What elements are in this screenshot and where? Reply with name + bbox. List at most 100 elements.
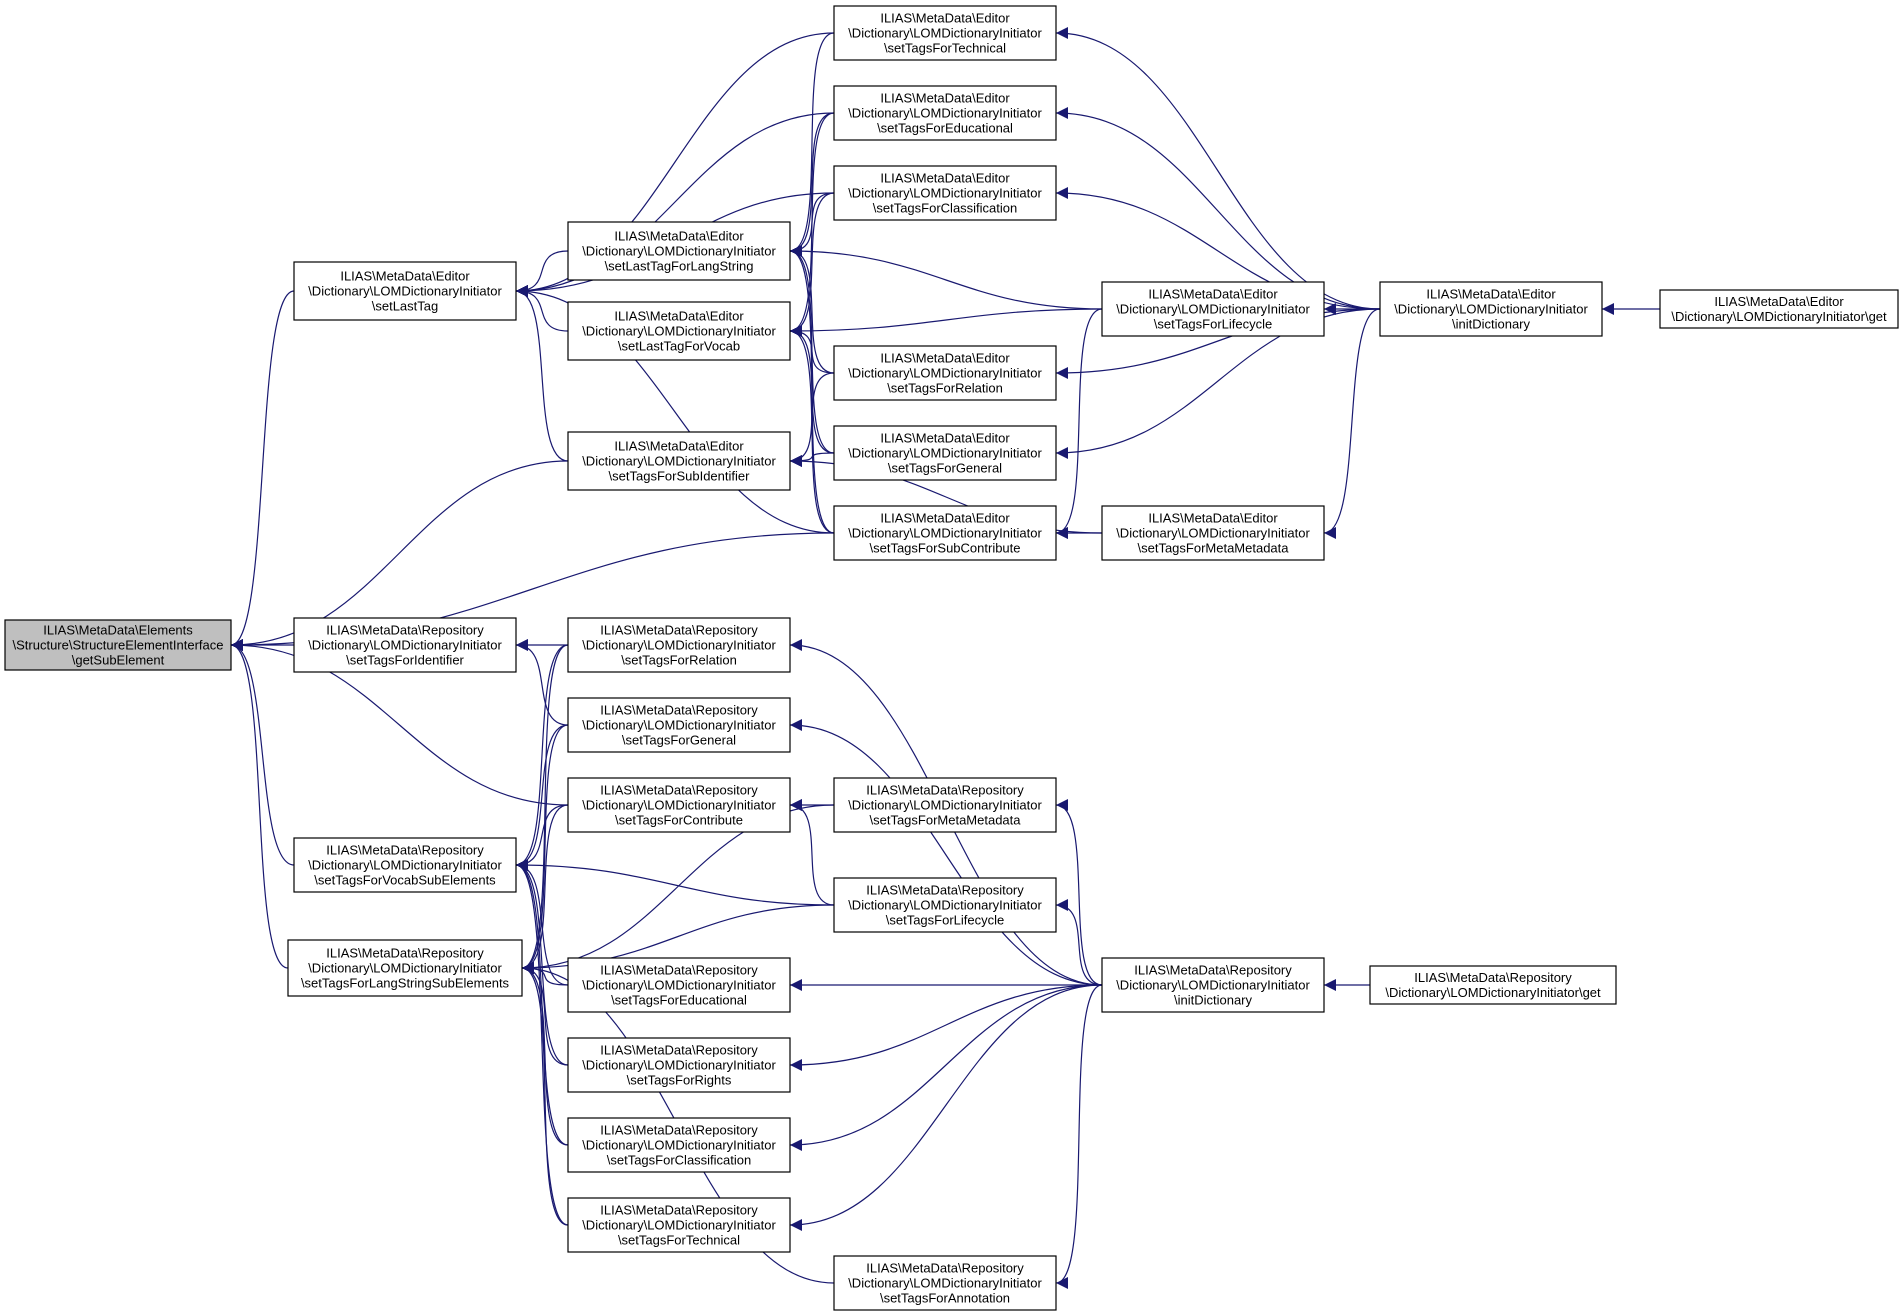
node-label-line: \Dictionary\LOMDictionaryInitiator	[1394, 302, 1588, 317]
node-e-set-tags-for-classification[interactable]: ILIAS\MetaData\Editor\Dictionary\LOMDict…	[833, 165, 1057, 221]
node-label-line: \Dictionary\LOMDictionaryInitiator	[582, 638, 776, 653]
node-label-line: ILIAS\MetaData\Repository	[326, 623, 484, 638]
edge-r-init-dictionary-to-r-set-tags-for-general	[789, 719, 1103, 986]
node-e-set-tags-for-meta-metadata[interactable]: ILIAS\MetaData\Editor\Dictionary\LOMDict…	[1101, 505, 1325, 561]
node-e-set-tags-for-sub-contribute[interactable]: ILIAS\MetaData\Editor\Dictionary\LOMDict…	[833, 505, 1057, 561]
node-label-line: \Dictionary\LOMDictionaryInitiator	[582, 324, 776, 339]
node-box	[1101, 505, 1325, 561]
node-label-line: \setTagsForAnnotation	[880, 1291, 1010, 1306]
node-label-line: \setTagsForClassification	[607, 1153, 752, 1168]
node-box	[833, 425, 1057, 481]
node-e-set-last-tag-for-lang-string[interactable]: ILIAS\MetaData\Editor\Dictionary\LOMDict…	[567, 221, 791, 281]
node-label-line: \Dictionary\LOMDictionaryInitiator	[848, 526, 1042, 541]
node-e-set-tags-for-lifecycle[interactable]: ILIAS\MetaData\Editor\Dictionary\LOMDict…	[1101, 281, 1325, 337]
node-r-set-tags-for-general[interactable]: ILIAS\MetaData\Repository\Dictionary\LOM…	[567, 697, 791, 753]
node-e-set-last-tag[interactable]: ILIAS\MetaData\Editor\Dictionary\LOMDict…	[293, 261, 517, 321]
node-label-line: ILIAS\MetaData\Elements	[43, 623, 193, 638]
node-e-init-dictionary[interactable]: ILIAS\MetaData\Editor\Dictionary\LOMDict…	[1379, 281, 1603, 337]
node-r-get[interactable]: ILIAS\MetaData\Repository\Dictionary\LOM…	[1369, 965, 1617, 1005]
node-label-line: \setTagsForEducational	[611, 993, 747, 1008]
edge-r-init-dictionary-to-r-set-tags-for-technical	[789, 984, 1103, 1231]
node-box	[833, 777, 1057, 833]
node-r-set-tags-for-classification[interactable]: ILIAS\MetaData\Repository\Dictionary\LOM…	[567, 1117, 791, 1173]
edge-e-set-tags-for-lifecycle-to-e-set-tags-for-sub-contribute	[1055, 308, 1103, 539]
node-r-set-tags-for-lifecycle[interactable]: ILIAS\MetaData\Repository\Dictionary\LOM…	[833, 877, 1057, 933]
node-label-line: \Dictionary\LOMDictionaryInitiator	[582, 244, 776, 259]
node-label-line: \Dictionary\LOMDictionaryInitiator	[848, 186, 1042, 201]
node-box	[833, 85, 1057, 141]
node-box	[567, 1037, 791, 1093]
node-box	[293, 837, 517, 893]
node-label-line: ILIAS\MetaData\Editor	[880, 171, 1010, 186]
node-r-init-dictionary[interactable]: ILIAS\MetaData\Repository\Dictionary\LOM…	[1101, 957, 1325, 1013]
edge-e-init-dictionary-to-e-set-tags-for-relation	[1055, 308, 1381, 379]
node-label-line: ILIAS\MetaData\Repository	[600, 1203, 758, 1218]
node-e-set-tags-for-educational[interactable]: ILIAS\MetaData\Editor\Dictionary\LOMDict…	[833, 85, 1057, 141]
edge-e-init-dictionary-to-e-set-tags-for-technical	[1055, 27, 1381, 310]
node-label-line: \Dictionary\LOMDictionaryInitiator	[848, 898, 1042, 913]
node-label-line: \setTagsForGeneral	[622, 733, 736, 748]
node-label-line: \Dictionary\LOMDictionaryInitiator\get	[1385, 985, 1601, 1000]
node-r-set-tags-for-vocab-sub-elements[interactable]: ILIAS\MetaData\Repository\Dictionary\LOM…	[293, 837, 517, 893]
edge-e-init-dictionary-to-e-set-tags-for-meta-metadata	[1323, 308, 1381, 539]
node-r-set-tags-for-lang-string-sub-elements[interactable]: ILIAS\MetaData\Repository\Dictionary\LOM…	[287, 939, 523, 997]
node-r-set-tags-for-meta-metadata[interactable]: ILIAS\MetaData\Repository\Dictionary\LOM…	[833, 777, 1057, 833]
node-e-set-tags-for-technical[interactable]: ILIAS\MetaData\Editor\Dictionary\LOMDict…	[833, 5, 1057, 61]
node-label-line: ILIAS\MetaData\Repository	[326, 843, 484, 858]
edge-r-set-tags-for-classification-to-r-set-tags-for-lang-string-sub-elements	[521, 962, 569, 1146]
node-label-line: ILIAS\MetaData\Repository	[866, 883, 1024, 898]
edge-r-set-tags-for-relation-to-r-set-tags-for-vocab-sub-elements	[515, 644, 569, 871]
node-label-line: \setTagsForLifecycle	[886, 913, 1005, 928]
node-label-line: \setTagsForClassification	[873, 201, 1018, 216]
node-label-line: \setTagsForRelation	[621, 653, 737, 668]
edge-e-set-tags-for-sub-contribute-to-e-set-last-tag-for-vocab	[789, 325, 835, 534]
node-e-set-last-tag-for-vocab[interactable]: ILIAS\MetaData\Editor\Dictionary\LOMDict…	[567, 301, 791, 361]
node-r-set-tags-for-contribute[interactable]: ILIAS\MetaData\Repository\Dictionary\LOM…	[567, 777, 791, 833]
node-r-set-tags-for-technical[interactable]: ILIAS\MetaData\Repository\Dictionary\LOM…	[567, 1197, 791, 1253]
node-label-line: ILIAS\MetaData\Editor	[1426, 287, 1556, 302]
node-r-set-tags-for-educational[interactable]: ILIAS\MetaData\Repository\Dictionary\LOM…	[567, 957, 791, 1013]
edge-e-set-tags-for-sub-identifier-to-e-set-last-tag	[515, 285, 569, 462]
node-box	[4, 619, 232, 671]
node-box	[833, 5, 1057, 61]
node-box	[567, 301, 791, 361]
edge-r-init-dictionary-to-r-set-tags-for-annotation	[1055, 984, 1103, 1289]
node-label-line: ILIAS\MetaData\Editor	[614, 439, 744, 454]
node-label-line: ILIAS\MetaData\Repository	[326, 946, 484, 961]
node-r-set-tags-for-identifier[interactable]: ILIAS\MetaData\Repository\Dictionary\LOM…	[293, 617, 517, 673]
node-label-line: \Structure\StructureElementInterface	[13, 638, 224, 653]
edge-e-set-tags-for-educational-to-e-set-last-tag-for-vocab	[789, 112, 835, 337]
node-label-line: \Dictionary\LOMDictionaryInitiator	[308, 858, 502, 873]
node-e-set-tags-for-relation[interactable]: ILIAS\MetaData\Editor\Dictionary\LOMDict…	[833, 345, 1057, 401]
edge-r-set-tags-for-contribute-to-r-set-tags-for-lang-string-sub-elements	[521, 804, 569, 974]
node-e-set-tags-for-sub-identifier[interactable]: ILIAS\MetaData\Editor\Dictionary\LOMDict…	[567, 431, 791, 491]
node-r-set-tags-for-annotation[interactable]: ILIAS\MetaData\Repository\Dictionary\LOM…	[833, 1255, 1057, 1311]
node-label-line: \Dictionary\LOMDictionaryInitiator	[308, 638, 502, 653]
edge-r-init-dictionary-to-r-set-tags-for-classification	[789, 984, 1103, 1151]
node-label-line: ILIAS\MetaData\Editor	[880, 91, 1010, 106]
node-box	[287, 939, 523, 997]
node-r-set-tags-for-rights[interactable]: ILIAS\MetaData\Repository\Dictionary\LOM…	[567, 1037, 791, 1093]
node-e-get[interactable]: ILIAS\MetaData\Editor\Dictionary\LOMDict…	[1659, 289, 1899, 329]
node-label-line: ILIAS\MetaData\Editor	[1148, 287, 1278, 302]
node-label-line: \setLastTag	[372, 299, 439, 314]
node-r-set-tags-for-relation[interactable]: ILIAS\MetaData\Repository\Dictionary\LOM…	[567, 617, 791, 673]
node-box	[567, 617, 791, 673]
node-label-line: ILIAS\MetaData\Repository	[600, 1123, 758, 1138]
node-label-line: \Dictionary\LOMDictionaryInitiator	[582, 1218, 776, 1233]
node-box	[1369, 965, 1617, 1005]
node-label-line: \setTagsForMetaMetadata	[869, 813, 1021, 828]
node-label-line: \setTagsForMetaMetadata	[1137, 541, 1289, 556]
node-label-line: ILIAS\MetaData\Repository	[1414, 970, 1572, 985]
node-box	[1101, 957, 1325, 1013]
edge-e-init-dictionary-to-e-set-tags-for-educational	[1055, 107, 1381, 310]
edge-r-set-tags-for-contribute-to-r-set-tags-for-vocab-sub-elements	[515, 804, 569, 871]
edge-r-set-tags-for-general-to-r-set-tags-for-identifier	[515, 639, 569, 726]
node-e-set-tags-for-general[interactable]: ILIAS\MetaData\Editor\Dictionary\LOMDict…	[833, 425, 1057, 481]
node-label-line: \Dictionary\LOMDictionaryInitiator	[848, 1276, 1042, 1291]
node-label-line: ILIAS\MetaData\Repository	[600, 1043, 758, 1058]
node-label-line: ILIAS\MetaData\Repository	[600, 703, 758, 718]
node-label-line: \setTagsForRelation	[887, 381, 1003, 396]
node-root[interactable]: ILIAS\MetaData\Elements\Structure\Struct…	[4, 619, 232, 671]
node-label-line: \setTagsForEducational	[877, 121, 1013, 136]
